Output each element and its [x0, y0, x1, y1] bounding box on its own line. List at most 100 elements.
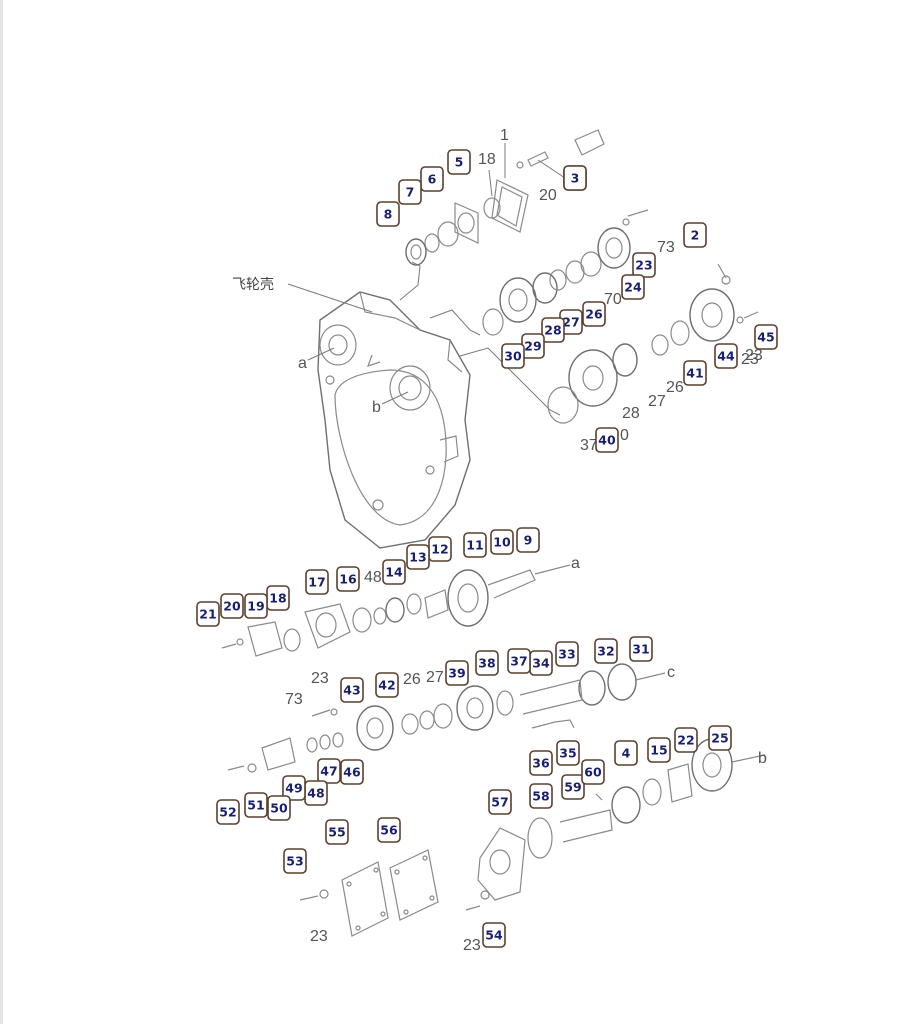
callout-box-35 [556, 740, 580, 766]
plain-number-23-a: 23 [741, 351, 759, 368]
callout-label-29: 29 [524, 339, 541, 354]
callout-46: 46 [340, 759, 364, 785]
callout-box-24 [621, 274, 645, 300]
callout-47: 47 [317, 758, 341, 784]
callout-20: 20 [220, 593, 244, 619]
callout-box-7 [398, 179, 422, 205]
callout-box-46 [340, 759, 364, 785]
callout-box-11 [463, 532, 487, 558]
callout-7: 7 [398, 179, 422, 205]
callout-28: 28 [541, 317, 565, 343]
callout-8: 8 [376, 201, 400, 227]
callout-label-59: 59 [564, 780, 581, 795]
callout-33: 33 [555, 641, 579, 667]
callout-43: 43 [340, 677, 364, 703]
callout-label-48: 48 [307, 786, 324, 801]
callout-label-17: 17 [308, 575, 325, 590]
callout-box-31 [629, 636, 653, 662]
callout-45: 45 [754, 324, 778, 350]
callout-label-34: 34 [532, 656, 550, 671]
callout-label-21: 21 [199, 607, 216, 622]
callout-40: 40 [595, 427, 619, 453]
callout-box-8 [376, 201, 400, 227]
plain-number-0: 0 [620, 427, 629, 444]
callout-box-13 [406, 544, 430, 570]
callout-50: 50 [267, 795, 291, 821]
plain-number-23-d: 23 [463, 937, 481, 954]
callout-14: 14 [382, 559, 406, 585]
callout-42: 42 [375, 672, 399, 698]
callout-box-6 [420, 166, 444, 192]
callout-39: 39 [445, 660, 469, 686]
callout-box-36 [529, 750, 553, 776]
callout-2: 2 [683, 222, 707, 248]
plain-number-18: 18 [478, 151, 496, 168]
callout-36: 36 [529, 750, 553, 776]
plain-number-37-a: 37 [580, 437, 598, 454]
callout-label-22: 22 [677, 733, 694, 748]
callout-box-32 [594, 638, 618, 664]
callout-box-21 [196, 601, 220, 627]
callout-label-55: 55 [328, 825, 345, 840]
callout-56: 56 [377, 817, 401, 843]
callout-label-33: 33 [558, 647, 575, 662]
shaft-a-group [221, 564, 571, 657]
callout-21: 21 [196, 601, 220, 627]
callout-box-50 [267, 795, 291, 821]
callout-box-3 [563, 165, 587, 191]
callout-box-52 [216, 799, 240, 825]
callout-box-15 [647, 737, 671, 763]
cover-plates [299, 849, 439, 937]
callout-box-30 [501, 343, 525, 369]
plain-number-73: 73 [657, 239, 675, 256]
callout-label-30: 30 [504, 349, 522, 364]
callout-52: 52 [216, 799, 240, 825]
callout-box-38 [475, 650, 499, 676]
shaft-ref-a: a [571, 555, 580, 572]
callout-37: 37 [507, 648, 531, 674]
callout-6: 6 [420, 166, 444, 192]
plain-number-26-b: 26 [403, 671, 421, 688]
callout-box-19 [244, 593, 268, 619]
callout-49: 49 [282, 775, 306, 801]
callout-label-60: 60 [584, 765, 602, 780]
callout-13: 13 [406, 544, 430, 570]
callout-57: 57 [488, 789, 512, 815]
callout-label-19: 19 [247, 599, 264, 614]
callout-label-7: 7 [406, 185, 415, 200]
callout-label-9: 9 [524, 533, 533, 548]
callout-box-2 [683, 222, 707, 248]
callout-label-37: 37 [510, 654, 527, 669]
callout-box-39 [445, 660, 469, 686]
callout-label-27: 27 [562, 315, 579, 330]
callout-label-38: 38 [478, 656, 495, 671]
callout-24: 24 [621, 274, 645, 300]
callout-label-51: 51 [247, 798, 264, 813]
callout-35: 35 [556, 740, 580, 766]
callout-box-16 [336, 566, 360, 592]
callout-box-53 [283, 848, 307, 874]
callout-box-42 [375, 672, 399, 698]
callout-54: 54 [482, 922, 506, 948]
callout-label-6: 6 [428, 172, 437, 187]
callout-box-25 [708, 725, 732, 751]
plain-number-27-a: 27 [648, 393, 666, 410]
callout-label-49: 49 [285, 781, 302, 796]
callout-16: 16 [336, 566, 360, 592]
callout-box-14 [382, 559, 406, 585]
callout-55: 55 [325, 819, 349, 845]
callout-box-9 [516, 527, 540, 553]
middle-bearing-group [547, 288, 759, 424]
callout-label-20: 20 [223, 599, 241, 614]
plain-number-26-a: 26 [666, 379, 684, 396]
callout-box-37 [507, 648, 531, 674]
plain-number-20: 20 [539, 187, 557, 204]
plain-number-23-e: 23 [745, 347, 763, 364]
callout-label-57: 57 [491, 795, 508, 810]
callout-layer: 1234567891011121314151617181920212223242… [196, 149, 778, 948]
page-edge-divider [0, 0, 3, 1024]
callout-box-58 [529, 783, 553, 809]
callout-44: 44 [714, 343, 738, 369]
